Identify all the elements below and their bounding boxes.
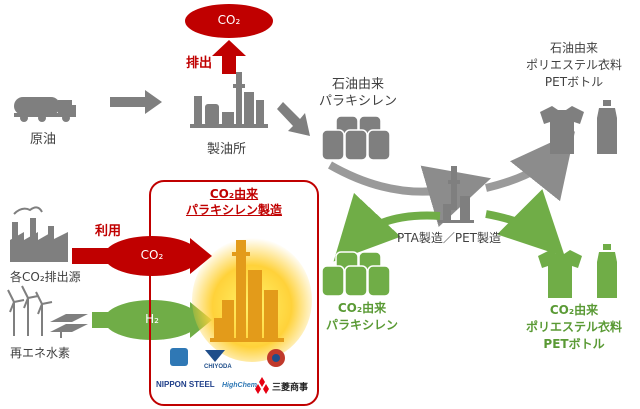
chiyoda-logo: CHIYODA [204,364,232,370]
nippon-steel-logo: NIPPON STEEL [156,380,215,389]
co2-plant-icon [210,240,284,342]
co2-px-label: CO₂由来パラキシレン [325,301,398,332]
logo-mark-1 [170,348,188,366]
emission-co2-bubble [185,4,273,38]
box-title: CO₂由来パラキシレン製造 [185,187,282,217]
emission-label: 排出 [186,56,213,71]
wind-turbine-icon [7,285,53,336]
box-co2-text: CO₂ [140,248,164,262]
fossil-px-label: 石油由来パラキシレン [318,77,397,109]
factory-icon [10,206,68,262]
emission-co2-text: CO₂ [217,13,241,27]
process-to-co2-product-arc [485,189,565,257]
fossil-barrels-icon [321,115,391,161]
box-co2-bubble [104,236,200,276]
logo-row-1 [170,348,285,367]
co2-px-box [149,180,319,406]
box-h2-bubble [104,300,200,340]
process-label: PTA製造／PET製造 [397,231,501,245]
refinery-icon [190,72,268,128]
mitsubishi-mark [255,377,269,394]
mitsubishi-logo: 三菱商事 [272,382,309,392]
solar-panel-icon [50,314,88,338]
co2-sources-label: 各CO₂排出源 [10,270,81,284]
process-to-fossil-product-arc [485,131,576,202]
co2-barrels-icon [321,251,391,297]
refinery-to-px-arrow [277,102,310,136]
process-to-co2-px-arc [333,192,441,262]
fossil-shirt-icon [540,106,584,154]
fossil-bottle-icon [597,100,617,154]
fossil-to-process-arc [328,161,492,227]
chiyoda-mark [205,350,225,362]
refinery-label: 製油所 [207,142,247,157]
use-label: 利用 [95,224,122,239]
co2-bottle-icon [597,244,617,298]
highchem-logo: HighChem [222,382,257,389]
emission-up-arrow [212,40,246,74]
process-tower-icon [438,166,474,223]
co2-shirt-icon [538,250,582,298]
tanker-truck-icon [14,97,76,122]
crude-to-refinery-arrow [110,90,162,114]
box-h2-text: H₂ [145,312,159,326]
crude-label: 原油 [30,132,57,147]
renewable-h2-label: 再エネ水素 [10,346,71,360]
